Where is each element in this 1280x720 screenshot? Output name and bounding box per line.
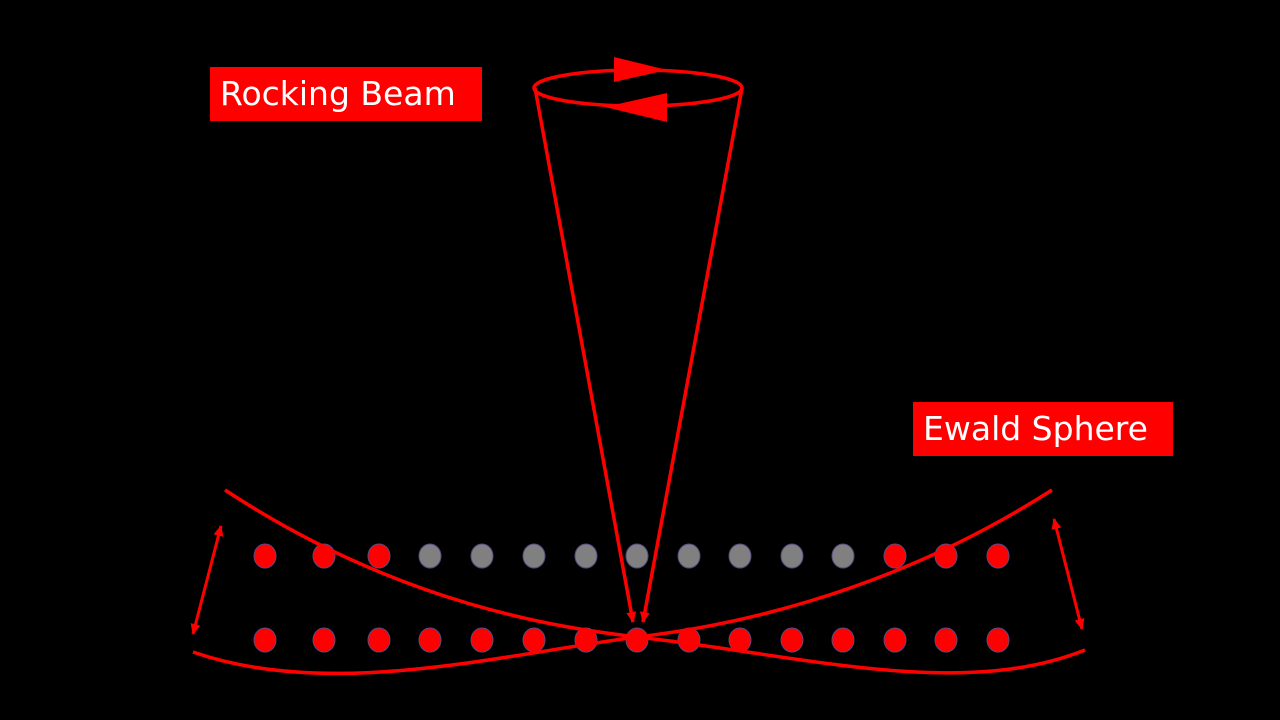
excited-lattice-spot (367, 627, 391, 653)
excited-lattice-spot (986, 627, 1010, 653)
rotation-arrow-right-icon (614, 57, 667, 82)
excited-lattice-spot (418, 627, 442, 653)
unexcited-lattice-spot (625, 543, 649, 569)
excited-lattice-spot (934, 627, 958, 653)
excited-lattice-spot (625, 627, 649, 653)
ewald-sphere-arc-right-tilt (192, 488, 1053, 676)
unexcited-lattice-spot (677, 543, 701, 569)
excited-lattice-spot (986, 543, 1010, 569)
unexcited-lattice-spot (831, 543, 855, 569)
rotation-arrow-left-icon (605, 93, 667, 122)
left-tilt-double-arrow (190, 525, 224, 635)
unexcited-lattice-spot (728, 543, 752, 569)
excited-lattice-spot (831, 627, 855, 653)
right-tilt-double-arrow (1051, 518, 1085, 630)
unexcited-lattice-spot (470, 543, 494, 569)
lattice-spots (253, 543, 1010, 653)
unexcited-lattice-spot (522, 543, 546, 569)
excited-lattice-spot (883, 627, 907, 653)
excited-lattice-spot (883, 543, 907, 569)
excited-lattice-spot (367, 543, 391, 569)
ewald-sphere-label: Ewald Sphere (913, 402, 1173, 456)
excited-lattice-spot (780, 627, 804, 653)
excited-lattice-spot (253, 543, 277, 569)
unexcited-lattice-spot (574, 543, 598, 569)
excited-lattice-spot (470, 627, 494, 653)
unexcited-lattice-spot (418, 543, 442, 569)
beam-left-line (533, 87, 637, 623)
rocking-beam-label: Rocking Beam (210, 67, 482, 121)
excited-lattice-spot (253, 627, 277, 653)
unexcited-lattice-spot (780, 543, 804, 569)
beam-right-line (639, 87, 744, 623)
excited-lattice-spot (522, 627, 546, 653)
excited-lattice-spot (312, 627, 336, 653)
